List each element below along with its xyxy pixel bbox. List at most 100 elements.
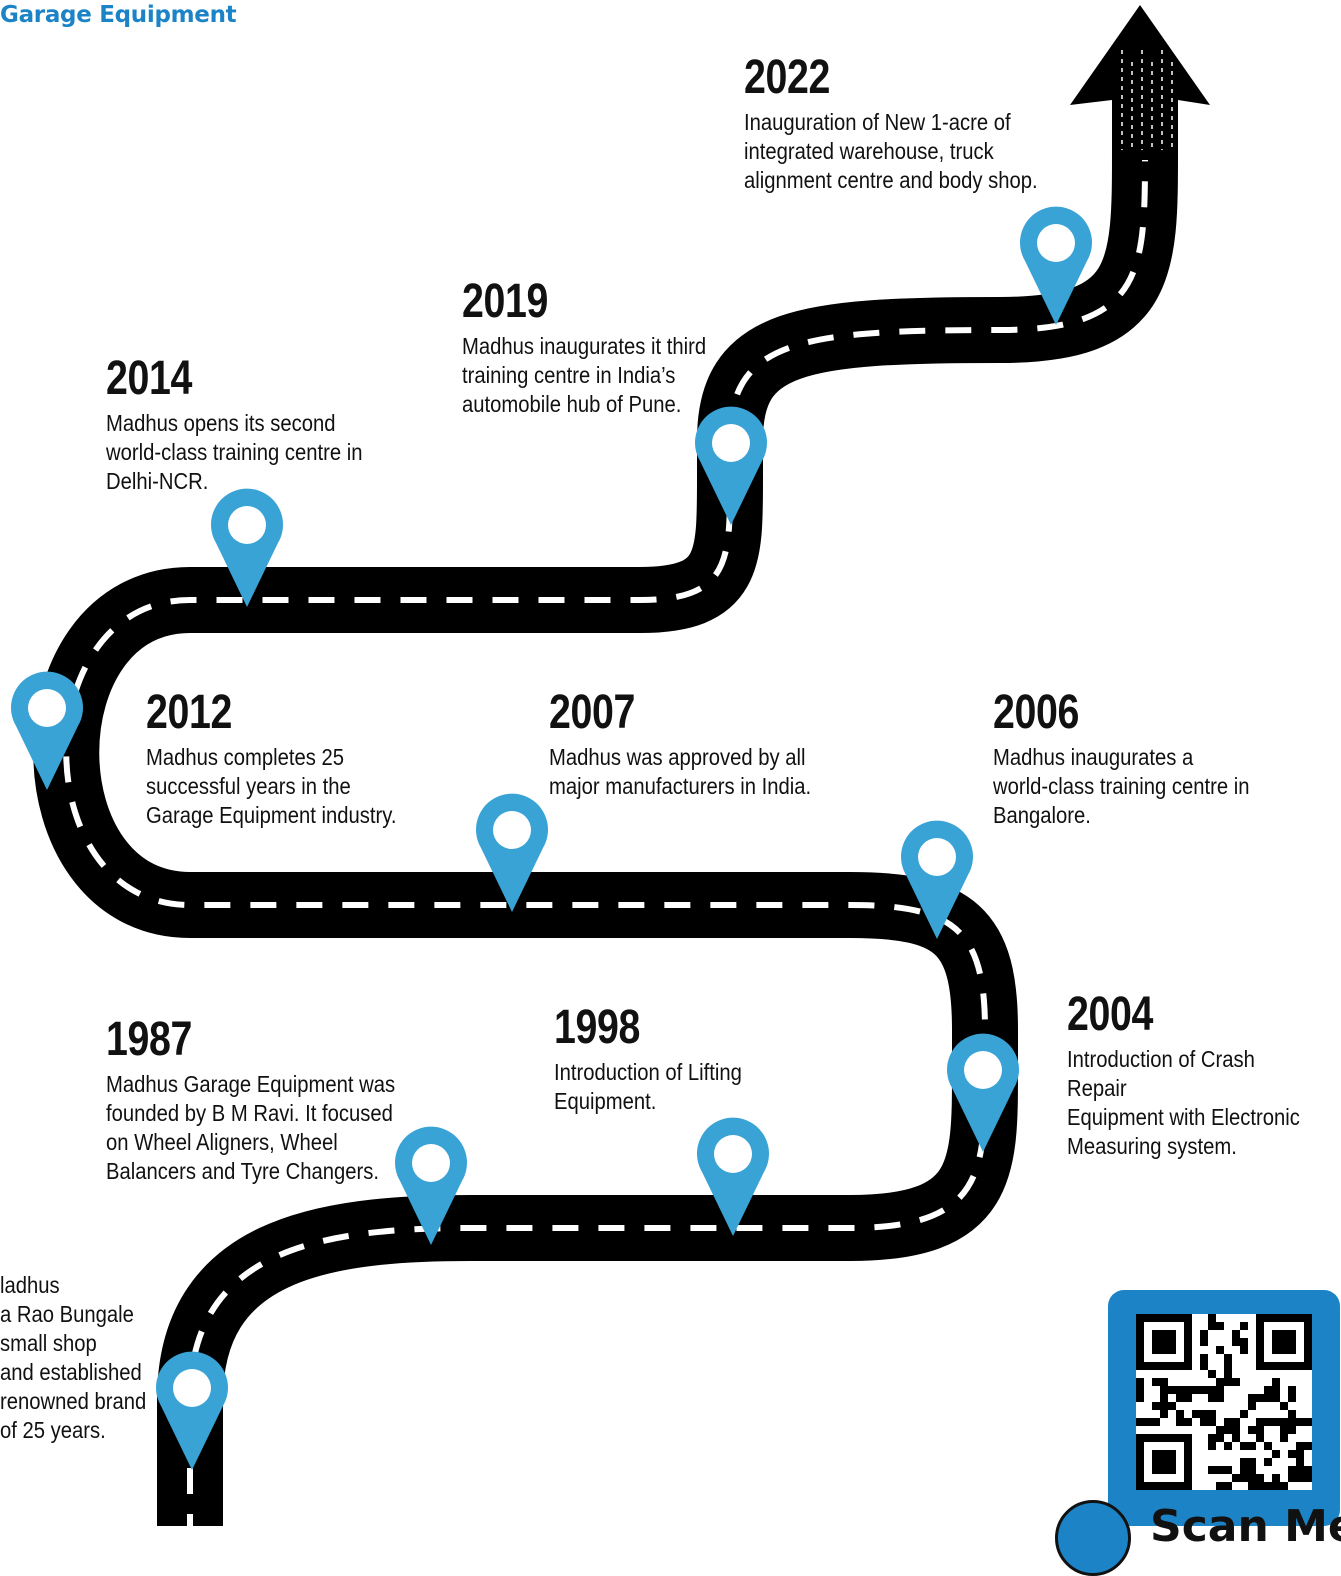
qr-module: [1160, 1394, 1168, 1402]
milestone-2019: 2019 Madhus inaugurates it third trainin…: [462, 274, 739, 419]
qr-module: [1224, 1378, 1232, 1386]
qr-module: [1304, 1418, 1312, 1426]
milestone-description: Madhus completes 25 successful years in …: [146, 744, 397, 828]
milestone-2006: 2006 Madhus inaugurates a world-class tr…: [993, 685, 1284, 830]
location-pin-icon-1998: [697, 1117, 770, 1236]
qr-module: [1216, 1466, 1224, 1474]
qr-module: [1208, 1442, 1216, 1450]
location-pin-icon-2019: [695, 406, 767, 525]
qr-module: [1168, 1402, 1176, 1410]
qr-module: [1256, 1482, 1264, 1490]
qr-module: [1240, 1474, 1248, 1482]
qr-module: [1280, 1418, 1288, 1426]
qr-module: [1136, 1394, 1144, 1402]
milestone-2022: 2022 Inauguration of New 1-acre of integ…: [744, 50, 1078, 195]
qr-module: [1184, 1386, 1192, 1394]
scan-me-label: Scan Me: [1150, 1501, 1341, 1552]
qr-module: [1224, 1442, 1232, 1450]
qr-module: [1168, 1386, 1176, 1394]
qr-module: [1216, 1394, 1224, 1402]
qr-module: [1240, 1442, 1248, 1450]
qr-module: [1280, 1434, 1288, 1442]
location-pin-icon-2004: [947, 1033, 1019, 1152]
qr-module: [1248, 1466, 1256, 1474]
qr-module: [1224, 1482, 1232, 1490]
qr-module: [1296, 1442, 1304, 1450]
qr-module: [1240, 1338, 1248, 1346]
qr-module: [1152, 1402, 1160, 1410]
qr-module: [1256, 1418, 1264, 1426]
qr-module: [1280, 1402, 1288, 1410]
qr-module: [1136, 1378, 1144, 1386]
qr-code-panel[interactable]: [1108, 1290, 1340, 1526]
location-pin-icon-2014: [210, 488, 283, 607]
qr-module: [1152, 1418, 1160, 1426]
milestone-description: Madhus Garage Equipment was founded by B…: [106, 1071, 396, 1184]
qr-module: [1216, 1346, 1224, 1354]
qr-module: [1296, 1466, 1304, 1474]
qr-module: [1208, 1394, 1216, 1402]
qr-module: [1200, 1330, 1208, 1338]
qr-module: [1208, 1434, 1216, 1442]
qr-module: [1224, 1418, 1232, 1426]
milestone-year: 2006: [993, 686, 1079, 739]
road-arrow-icon: [1070, 5, 1210, 160]
milestone-year: 2004: [1067, 988, 1153, 1041]
milestone-year: 2007: [549, 686, 635, 739]
location-pin-icon-founding: [156, 1351, 228, 1470]
milestone-2007: 2007 Madhus was approved by all major ma…: [549, 685, 847, 801]
milestone-description: Madhus inaugurates it third training cen…: [462, 333, 707, 417]
qr-module: [1272, 1378, 1280, 1386]
qr-module: [1280, 1426, 1288, 1434]
milestone-description: Madhus inaugurates a world-class trainin…: [993, 744, 1250, 828]
qr-module: [1264, 1458, 1272, 1466]
qr-module: [1240, 1458, 1248, 1466]
qr-module: [1216, 1482, 1224, 1490]
qr-finder: [1272, 1330, 1296, 1354]
qr-module: [1248, 1458, 1256, 1466]
milestone-description: Madhus was approved by all major manufac…: [549, 744, 812, 799]
qr-module: [1232, 1426, 1240, 1434]
location-pin-icon-2012: [11, 671, 84, 790]
milestone-year: 2022: [744, 51, 830, 104]
qr-module: [1248, 1482, 1256, 1490]
qr-module: [1200, 1386, 1208, 1394]
qr-module: [1160, 1378, 1168, 1386]
milestone-2004: 2004 Introduction of Crash Repair Equipm…: [1067, 987, 1341, 1161]
qr-module: [1216, 1322, 1224, 1330]
qr-module: [1264, 1442, 1272, 1450]
qr-module: [1288, 1466, 1296, 1474]
qr-module: [1288, 1394, 1296, 1402]
location-pin-icon-2006: [901, 820, 973, 939]
milestone-year: 2012: [146, 686, 232, 739]
qr-module: [1176, 1394, 1184, 1402]
qr-module: [1208, 1410, 1216, 1418]
qr-module: [1272, 1474, 1280, 1482]
milestone-1998: 1998 Introduction of Lifting Equipment.: [554, 1000, 768, 1116]
qr-module: [1288, 1450, 1296, 1458]
qr-module: [1208, 1466, 1216, 1474]
qr-module: [1296, 1418, 1304, 1426]
qr-module: [1272, 1394, 1280, 1402]
qr-module: [1248, 1474, 1256, 1482]
qr-module: [1232, 1378, 1240, 1386]
qr-module: [1272, 1482, 1280, 1490]
location-pin-icon-2022: [1020, 206, 1092, 325]
qr-module: [1304, 1442, 1312, 1450]
qr-module: [1288, 1426, 1296, 1434]
qr-module: [1152, 1378, 1160, 1386]
qr-module: [1232, 1330, 1240, 1338]
milestone-year: 2019: [462, 275, 548, 328]
qr-module: [1272, 1418, 1280, 1426]
qr-module: [1264, 1386, 1272, 1394]
qr-module: [1136, 1386, 1144, 1394]
qr-module: [1216, 1386, 1224, 1394]
qr-module: [1208, 1418, 1216, 1426]
milestone-description: Inauguration of New 1-acre of integrated…: [744, 109, 1038, 193]
qr-module: [1280, 1482, 1288, 1490]
qr-code[interactable]: [1136, 1314, 1312, 1490]
qr-module: [1304, 1466, 1312, 1474]
milestone-year: 1998: [554, 1001, 640, 1054]
qr-module: [1232, 1418, 1240, 1426]
brand-tagline: Garage Equipment: [0, 2, 237, 28]
